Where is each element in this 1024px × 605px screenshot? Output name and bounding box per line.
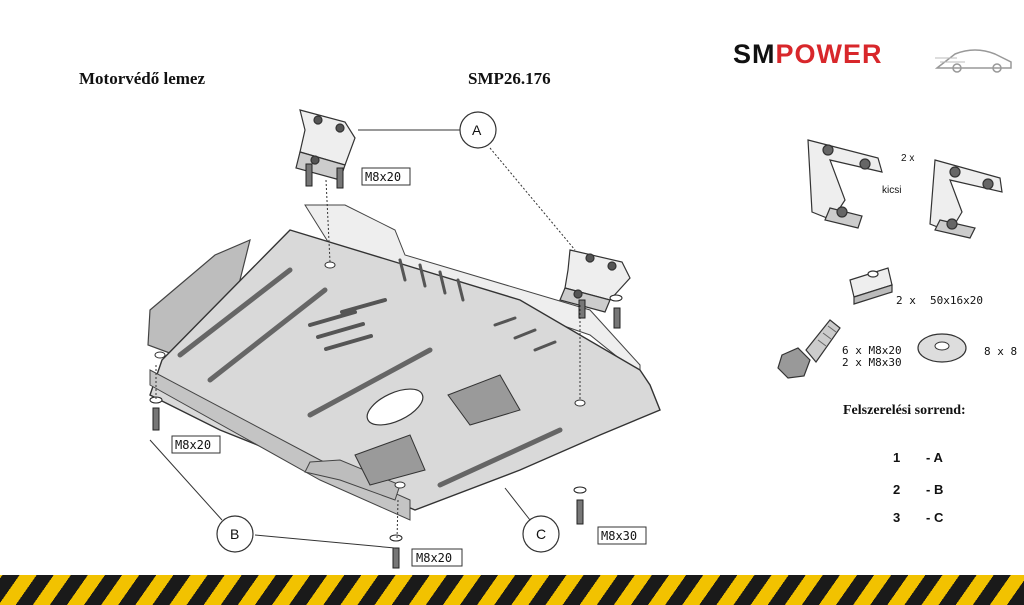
callout-label-a: A xyxy=(472,122,482,138)
sequence-step-3-num: 3 xyxy=(893,510,901,525)
sequence-step-2-label: - B xyxy=(926,482,944,497)
plate-qty: 2 x xyxy=(896,294,916,307)
rib-2 xyxy=(207,287,328,383)
logo-text-power: POWER xyxy=(775,39,883,69)
bolt-label-c: M8x30 xyxy=(601,529,638,543)
rib-3 xyxy=(307,347,433,418)
bracket-a-right xyxy=(559,249,631,313)
part-number: SMP26.176 xyxy=(468,69,551,88)
product-name: Motorvédő lemez xyxy=(79,69,206,88)
callout-circle-a xyxy=(459,111,497,149)
bolt-label-a: M8x20 xyxy=(365,170,402,184)
front-flange xyxy=(304,459,401,501)
hazard-stripe-footer xyxy=(0,575,1024,605)
bolt-label-boxes xyxy=(171,167,647,567)
spacer-plate xyxy=(849,267,893,305)
access-panel-2 xyxy=(354,434,426,486)
front-lip xyxy=(149,369,411,521)
sequence-step-1-label: - A xyxy=(926,450,943,465)
sequence-heading: Felszerelési sorrend: xyxy=(843,403,966,418)
access-panel-1 xyxy=(447,374,521,426)
plate-size: 50x16x20 xyxy=(930,294,983,307)
alignment-lines xyxy=(155,179,581,541)
rib-1 xyxy=(177,267,293,358)
bolts-qty-m8x20: 6 x M8x20 xyxy=(842,344,902,357)
parts-list-graphics xyxy=(777,139,1003,379)
oil-drain-hole xyxy=(366,388,424,426)
brand-logo: SMPOWER xyxy=(733,40,883,68)
car-silhouette-icon xyxy=(935,49,1012,73)
callout-circle-b xyxy=(216,515,254,553)
skirt-slots xyxy=(398,258,557,352)
washers xyxy=(149,294,623,542)
brackets-note: kicsi xyxy=(882,185,902,196)
small-bracket-2 xyxy=(929,159,1003,239)
callout-label-b: B xyxy=(230,526,240,542)
bracket-a-left xyxy=(295,109,356,181)
small-bracket-1 xyxy=(807,139,883,229)
bolt-label-b-left: M8x20 xyxy=(175,438,212,452)
brackets-qty: 2 x xyxy=(901,153,915,164)
sequence-step-1-num: 1 xyxy=(893,450,901,465)
bolt-label-b-bottom: M8x20 xyxy=(416,551,453,565)
rib-4 xyxy=(437,427,563,488)
logo-text-sm: SM xyxy=(733,39,776,69)
washer-part xyxy=(917,333,967,363)
callout-circle-c xyxy=(522,515,560,553)
bolt-part xyxy=(777,319,841,379)
washers-qty: 8 x 8 xyxy=(984,345,1018,358)
bolts xyxy=(152,163,621,569)
mount-holes xyxy=(154,261,586,489)
assembly-diagram xyxy=(147,109,661,569)
sequence-step-3-label: - C xyxy=(926,510,944,525)
leader-lines xyxy=(149,129,576,549)
sequence-step-2-num: 2 xyxy=(893,482,901,497)
callout-label-c: C xyxy=(536,526,547,542)
bolts-qty-m8x30: 2 x M8x30 xyxy=(842,356,902,369)
vent-slots xyxy=(308,298,387,351)
